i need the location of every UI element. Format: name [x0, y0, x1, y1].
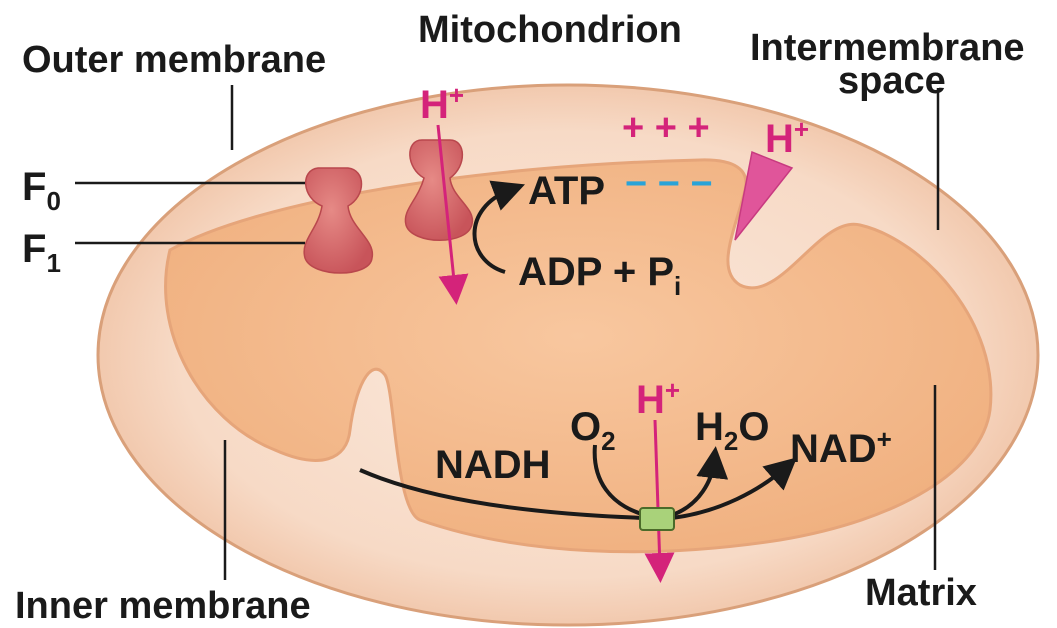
title-label: Mitochondrion	[418, 9, 682, 51]
f0-label: F0	[22, 165, 61, 216]
atp-label: ATP	[528, 169, 605, 213]
f1-label: F1	[22, 227, 61, 278]
positive-charges: + + +	[622, 107, 710, 149]
nad-label: NAD+	[790, 424, 892, 471]
outer-membrane-label: Outer membrane	[22, 39, 326, 81]
nadh-label: NADH	[435, 443, 551, 487]
matrix-label: Matrix	[865, 572, 977, 614]
adp-label: ADP + Pi	[518, 250, 681, 301]
intermembrane-space-label-line2: space	[838, 60, 946, 102]
inner-membrane-label: Inner membrane	[15, 585, 311, 627]
negative-charges: − − −	[625, 163, 713, 205]
electron-carrier	[640, 508, 674, 530]
